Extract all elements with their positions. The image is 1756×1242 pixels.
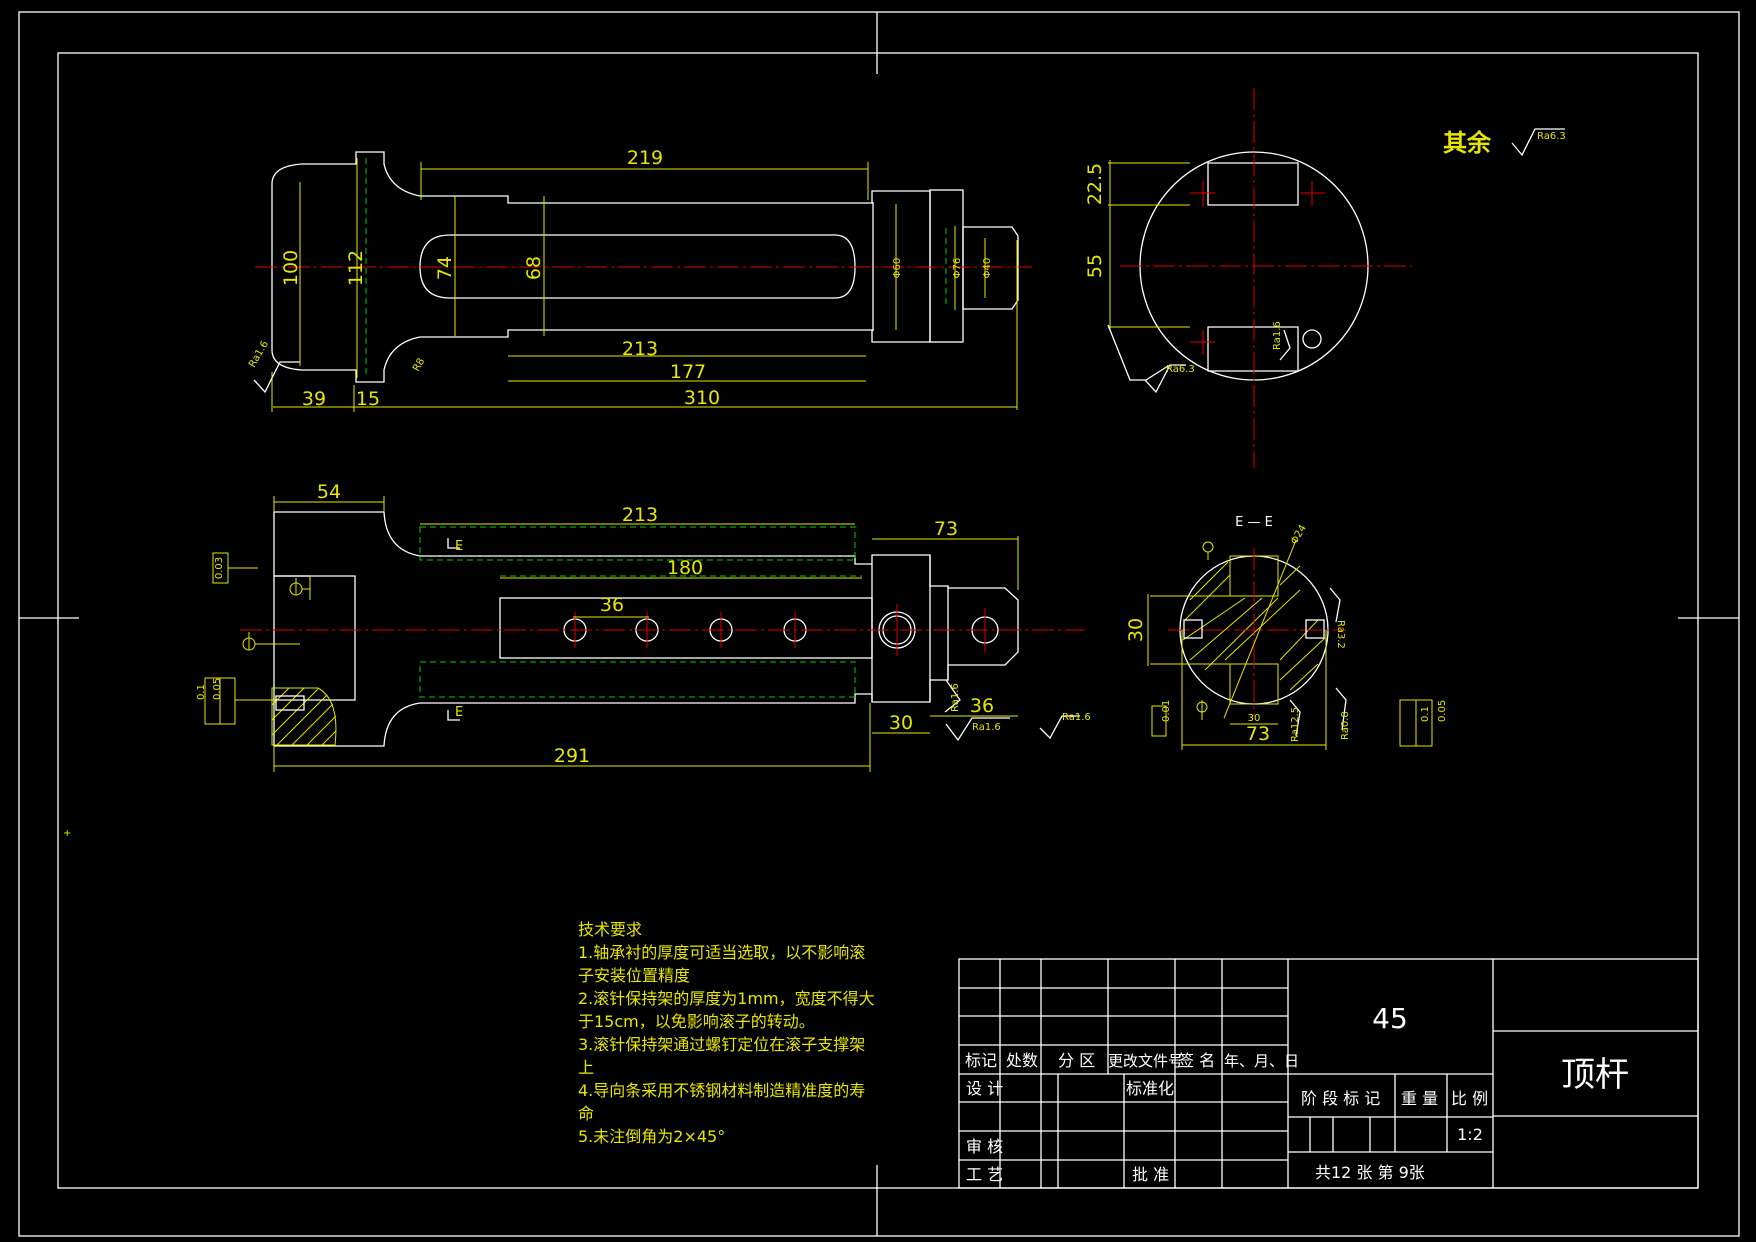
dim-291: 291 [554,745,590,767]
tech-req-line-5: 3.滚针保持架通过螺钉定位在滚子支撑架 [578,1035,865,1054]
gdt-section-c3: 0.05 [1437,700,1448,722]
front-view: 54 213 180 36 73 30 36 291 E E 0.03 0.1 … [196,481,1091,772]
section-e-view: E — E Φ24 30 3 [1125,515,1448,750]
ra-section-1: Ra3.2 [1335,620,1346,649]
gdt-section-a: 0.01 [1161,700,1172,722]
dim-phi24: Φ24 [1289,523,1309,546]
title-block-text: 标记 处数 分 区 更改文件号 签 名 年、月、日 设 计 标准化 审 核 工 … [965,1002,1629,1184]
dim-15: 15 [356,388,380,410]
dim-177: 177 [670,361,706,383]
dim-r8: R8 [411,356,427,373]
left-margin-mark: + [63,828,71,839]
tech-req-line-1: 1.轴承衬的厚度可适当选取，以不影响滚 [578,943,865,962]
dim-36a: 36 [600,594,624,616]
dim-phi40: Φ40 [982,258,993,279]
tb-count: 处数 [1006,1051,1038,1070]
tech-req-line-8: 命 [578,1104,594,1123]
tech-req-title: 技术要求 [578,920,642,939]
tb-scale-value: 1:2 [1457,1125,1483,1144]
tech-req-line-2: 子安装位置精度 [578,966,690,985]
dim-213b: 213 [622,504,658,526]
tb-stage-mark: 阶 段 标 记 [1301,1089,1380,1108]
ra-front-1: Ra1.6 [972,722,1001,733]
section-mark-e-bottom: E [455,705,463,720]
title-block [958,958,1699,1189]
gdt-ab-3: 0.05 [212,678,223,700]
dim-112: 112 [345,250,367,286]
roughness-mark-2 [1039,715,1080,740]
tb-sign: 签 名 [1178,1051,1215,1070]
dim-100: 100 [280,250,302,286]
tb-sheet-info: 共12 张 第 9张 [1315,1163,1425,1182]
tb-change-doc: 更改文件号 [1108,1052,1183,1070]
dim-310: 310 [684,387,720,409]
dim-phi60: Φ60 [892,258,903,279]
ra-section-3: Ra0.8 [1340,711,1351,740]
surface-note-symbol [1511,128,1565,157]
ra-top-left: Ra1.6 [247,339,271,369]
tb-zone: 分 区 [1058,1051,1095,1070]
dim-30-small: 30 [1248,713,1261,724]
gdt-ab-1: 0.1 [196,684,207,700]
ra-front-2: Ra1.6 [1062,712,1091,723]
dim-36b: 36 [970,695,994,717]
roughness-symbol [253,361,300,394]
tb-mark: 标记 [965,1051,997,1070]
tech-requirements: 技术要求 1.轴承衬的厚度可适当选取，以不影响滚 子安装位置精度 2.滚针保持架… [578,920,875,1146]
section-mark-e-top: E [455,539,463,554]
top-view: 219 100 112 74 68 213 177 310 39 15 Φ60 … [247,147,1032,412]
dim-phi76: Φ76 [952,258,963,279]
ra-end-view: Ra6.3 [1166,364,1195,375]
tb-review: 审 核 [966,1137,1003,1156]
dim-73b: 73 [1246,723,1270,745]
tb-material: 45 [1372,1002,1408,1035]
tb-process: 工 艺 [966,1165,1003,1184]
tb-date: 年、月、日 [1224,1052,1299,1070]
tech-req-line-7: 4.导向条采用不锈钢材料制造精准度的寿 [578,1081,865,1100]
dim-30-vertical: 30 [1125,618,1147,642]
end-view: 22.5 55 Ra6.3 Ra1.6 [1084,88,1412,468]
surface-note-label: 其余 [1443,129,1492,157]
ra-front-3: Ra1.6 [950,683,961,712]
tb-scale-label: 比 例 [1451,1089,1488,1108]
gdt-a-value: 0.03 [214,557,225,579]
dim-30: 30 [889,712,913,734]
ra-end-view-2: Ra1.6 [1272,321,1283,350]
section-e-label: E — E [1235,515,1273,530]
tb-standardize: 标准化 [1126,1079,1174,1098]
dim-213: 213 [622,338,658,360]
dim-22-5: 22.5 [1084,163,1106,205]
tech-req-line-3: 2.滚针保持架的厚度为1mm，宽度不得大 [578,989,875,1008]
dim-54: 54 [317,481,341,503]
dim-180: 180 [667,557,703,579]
dim-219: 219 [627,147,663,169]
dim-68: 68 [523,256,545,280]
surface-note-ra: Ra6.3 [1537,131,1566,142]
tech-req-line-9: 5.未注倒角为2×45° [578,1127,725,1146]
tb-part-name: 顶杆 [1561,1055,1629,1095]
roughness-mark-1 [945,717,1010,742]
tech-req-line-4: 于15cm，以免影响滚子的转动。 [578,1012,815,1031]
ra-section-2: Ra12.5 [1290,707,1301,742]
dim-73: 73 [934,518,958,540]
dim-39: 39 [302,388,326,410]
gdt-section-c1: 0.1 [1420,706,1431,722]
dim-74: 74 [434,256,456,280]
tb-design: 设 计 [966,1079,1003,1098]
tech-req-line-6: 上 [578,1058,594,1077]
tb-weight: 重 量 [1401,1089,1438,1108]
sheet-border [18,11,1740,1237]
tb-approve: 批 准 [1132,1165,1169,1184]
dim-55: 55 [1084,254,1106,278]
